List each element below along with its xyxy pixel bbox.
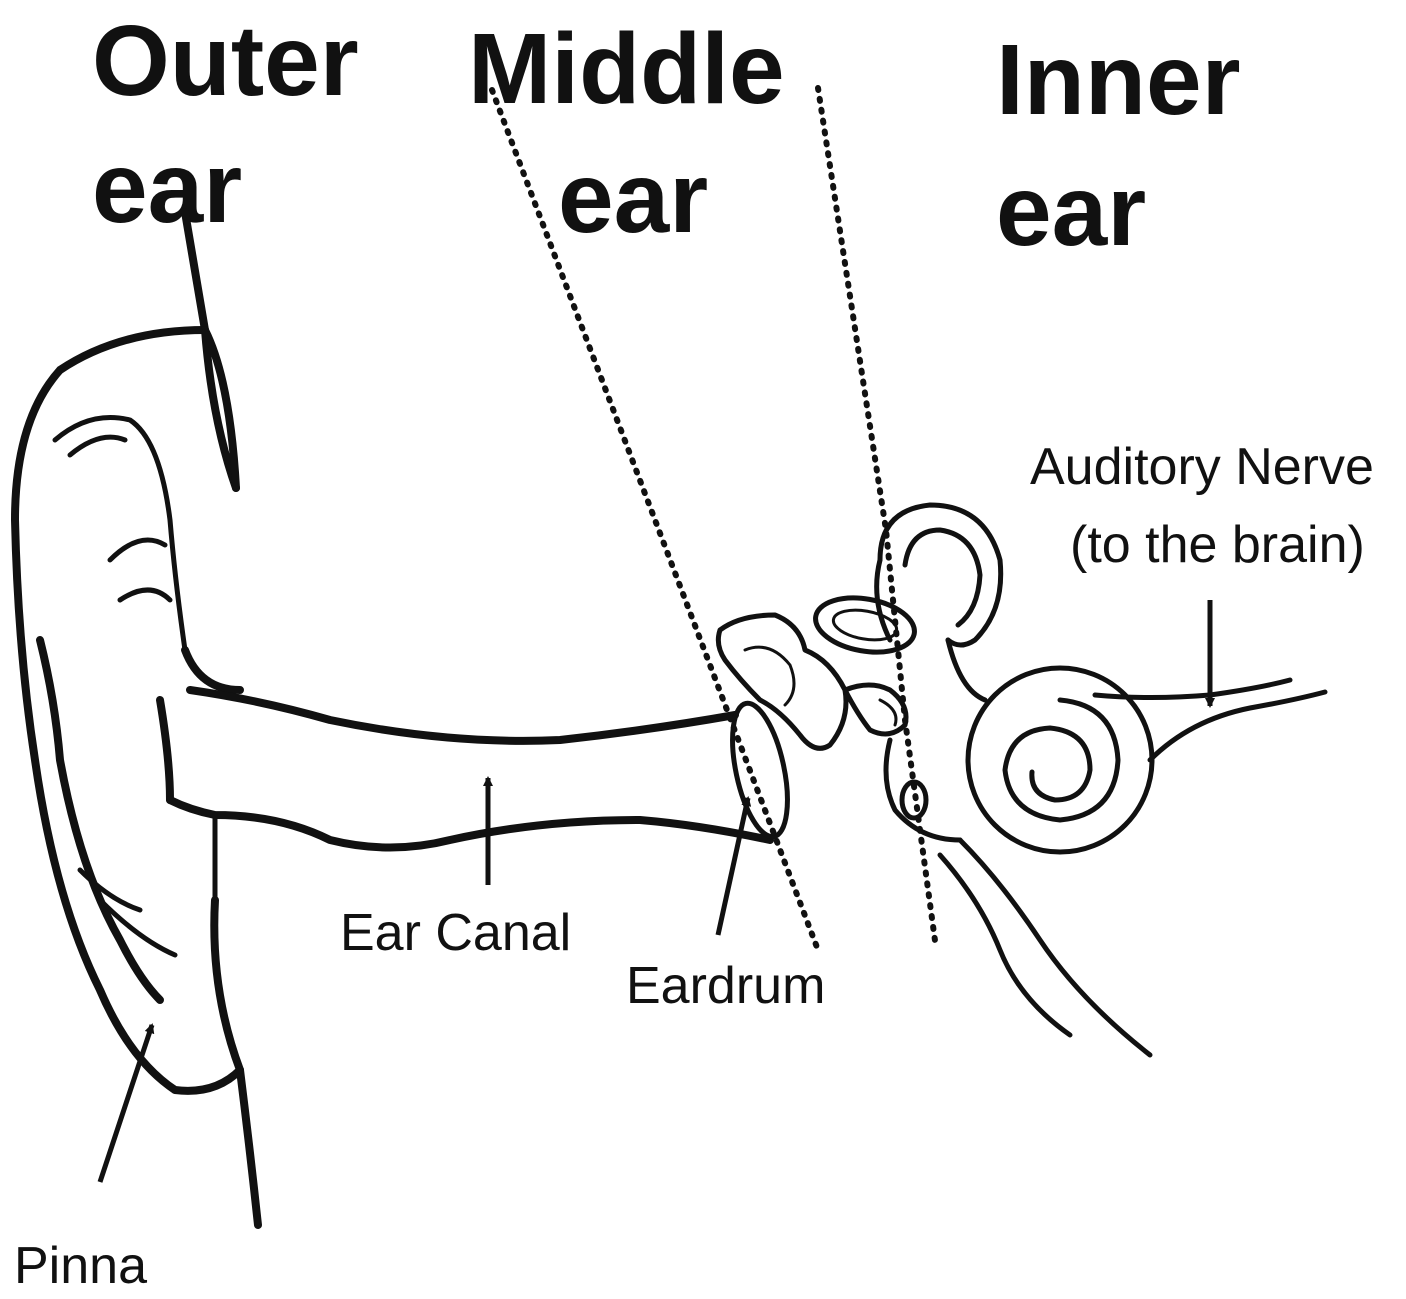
inner-ear-heading-line2: ear bbox=[996, 155, 1146, 267]
eardrum-arrow bbox=[718, 798, 748, 935]
eardrum-label: Eardrum bbox=[626, 957, 825, 1015]
outer-ear-heading-line1: Outer bbox=[92, 5, 359, 117]
middle-ear-heading-line1: Middle bbox=[468, 13, 785, 125]
ear-canal-illustration bbox=[170, 690, 770, 900]
inner-ear-heading-line1: Inner bbox=[996, 24, 1240, 136]
pinna-label: Pinna bbox=[14, 1237, 147, 1295]
auditory-nerve-label-line1: Auditory Nerve bbox=[1030, 438, 1374, 496]
middle-ear-heading-line2: ear bbox=[558, 142, 708, 254]
ear-canal-label: Ear Canal bbox=[340, 904, 571, 962]
middle-inner-boundary bbox=[818, 88, 936, 948]
outer-ear-heading-line2: ear bbox=[92, 132, 242, 244]
ossicles-illustration bbox=[718, 615, 906, 748]
semicircular-canals-illustration bbox=[811, 505, 1000, 700]
pinna-illustration bbox=[15, 330, 258, 1225]
pinna-arrow bbox=[100, 1025, 152, 1182]
auditory-nerve-label-line2: (to the brain) bbox=[1070, 516, 1365, 574]
